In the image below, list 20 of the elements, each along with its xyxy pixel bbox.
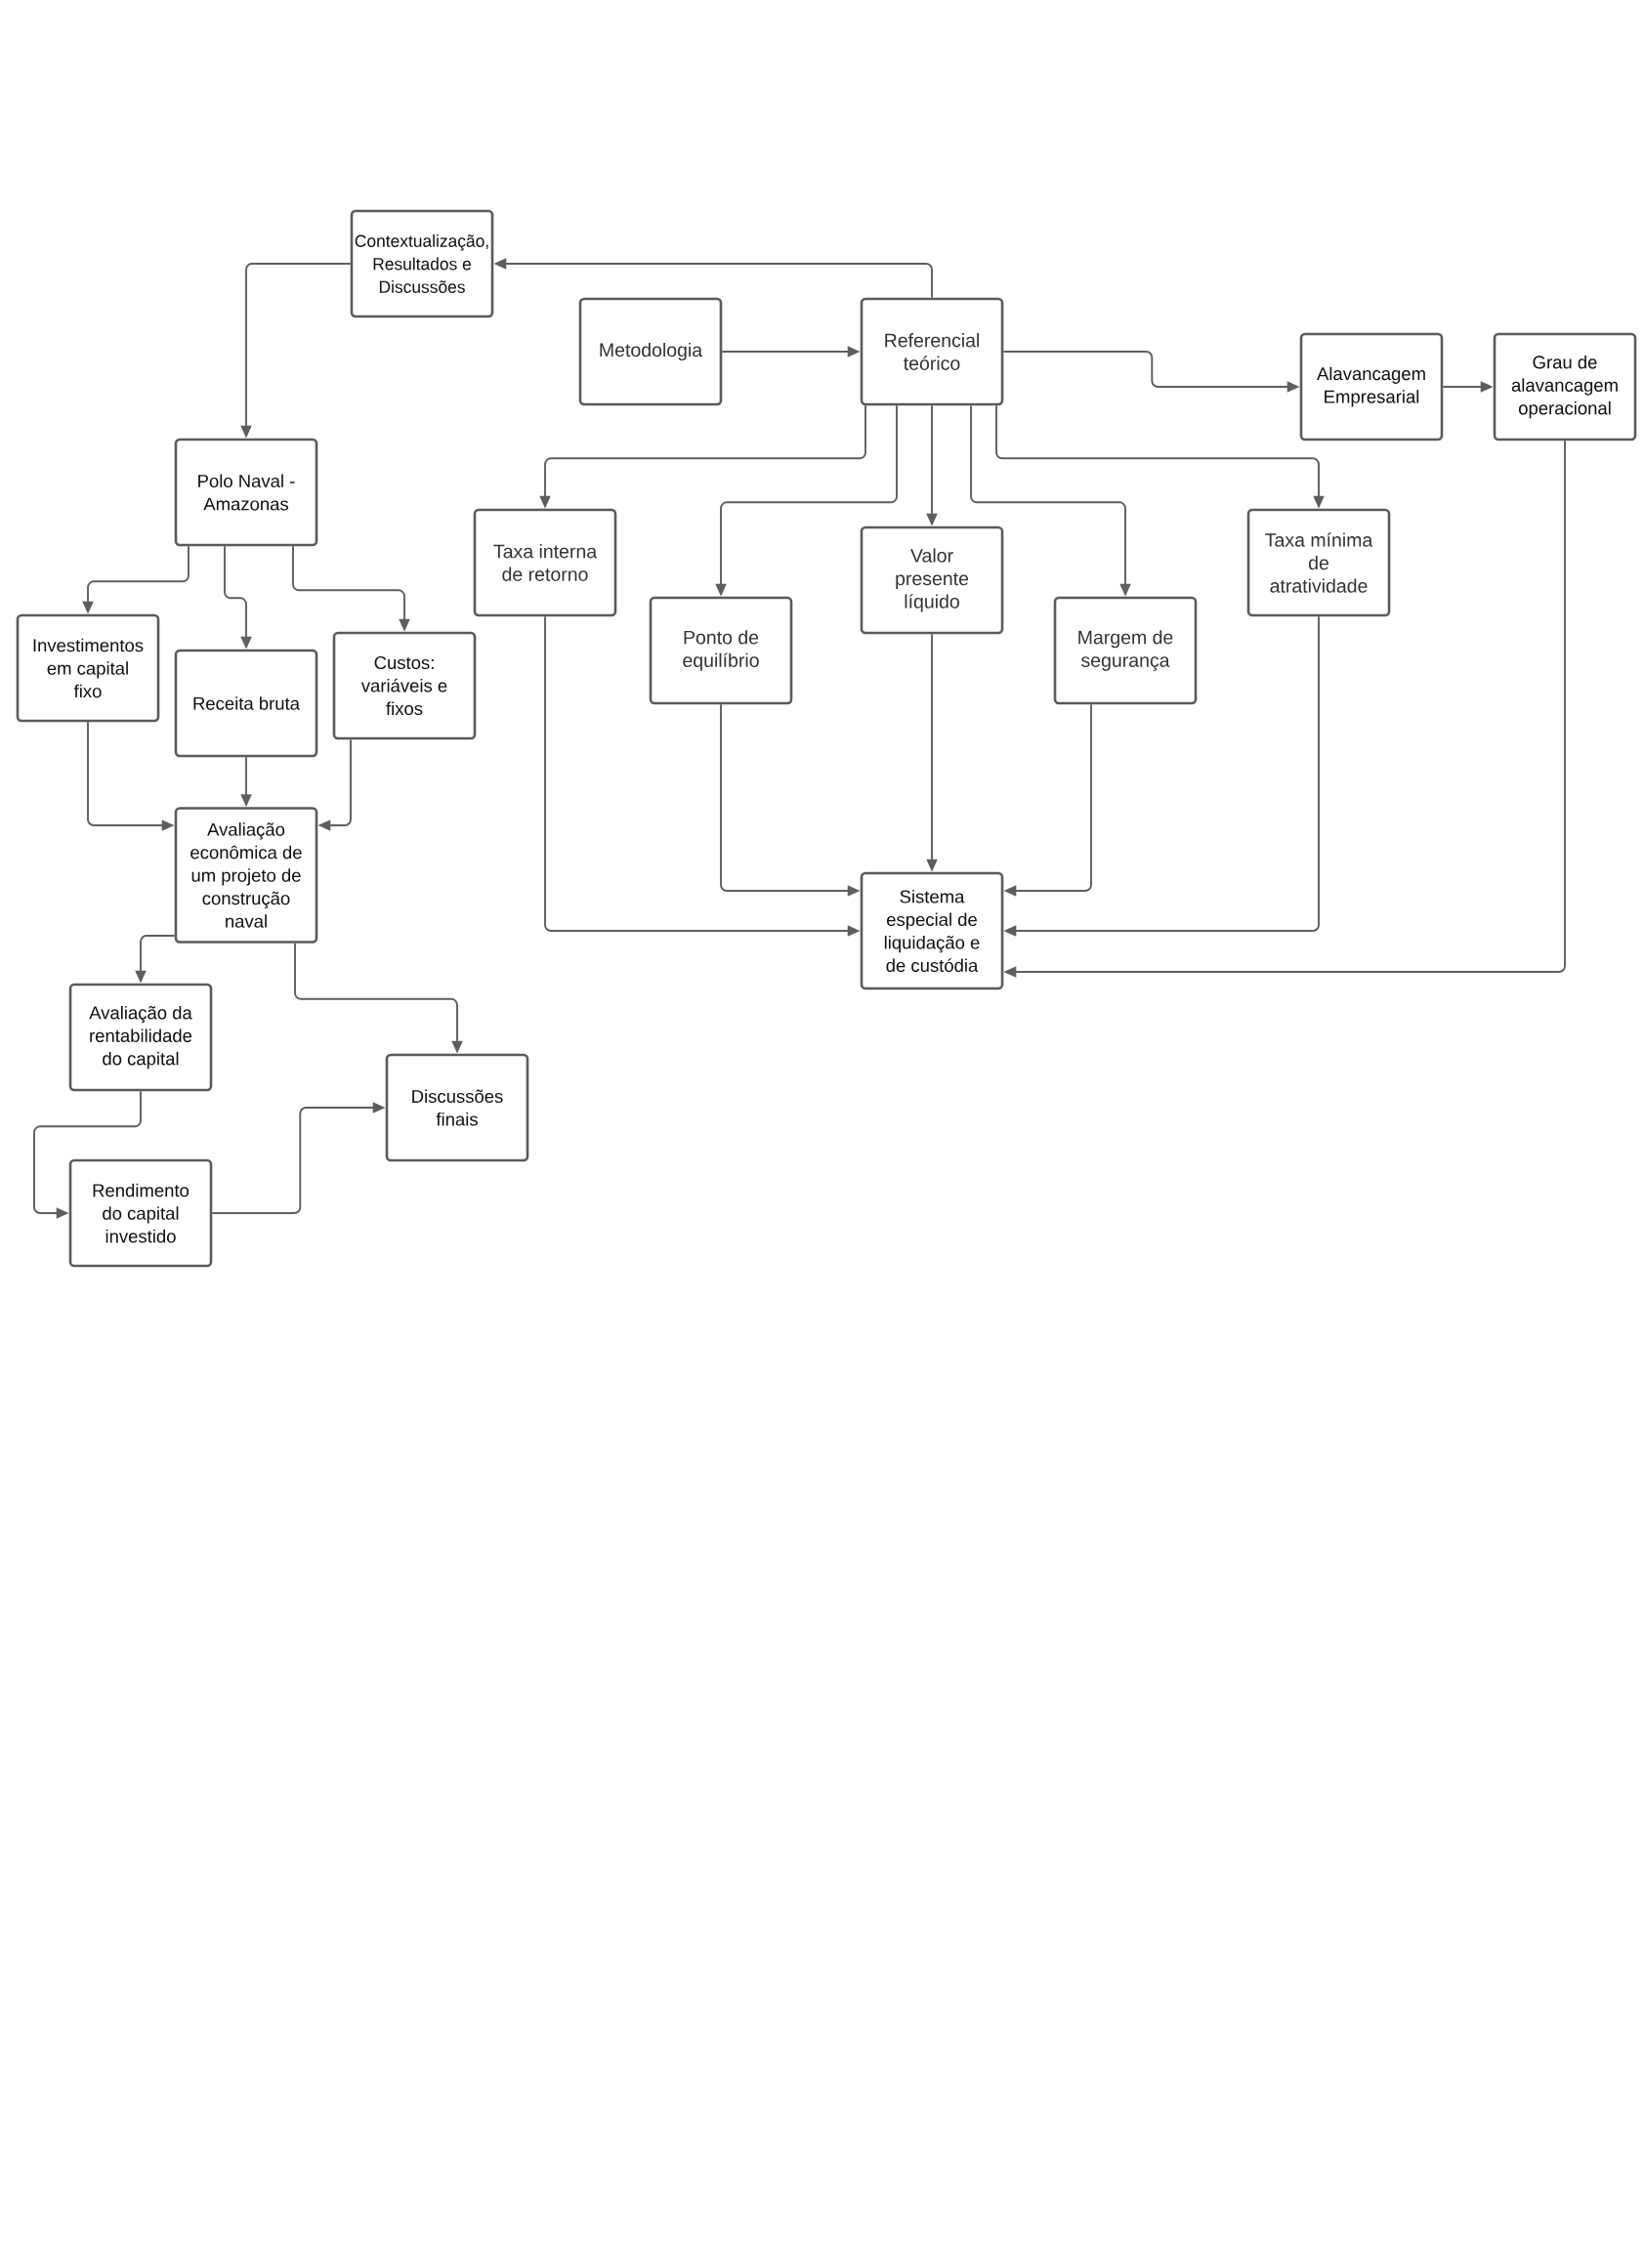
process-box: Taxa interna de retorno	[473, 508, 617, 617]
process-box: Polo Naval - Amazonas	[174, 438, 318, 547]
process-box: Discussões finais	[385, 1053, 529, 1162]
process-box: Contextualização, Resultados e Discussões	[350, 209, 494, 318]
process-box: Valor presente líquido	[860, 525, 1004, 635]
process-box: Referencial teórico	[860, 297, 1004, 406]
process-box: Rendimento do capital investido	[68, 1158, 213, 1268]
process-box: Metodologia	[578, 297, 723, 406]
process-box: Avaliação da rentabilidade do capital	[68, 983, 213, 1092]
process-box: Grau de alavancagem operacional	[1493, 332, 1637, 441]
process-box: Custos: variáveis e fixos	[332, 631, 477, 740]
process-box: Margem de segurança	[1053, 596, 1198, 705]
process-box: Receita bruta	[174, 649, 318, 758]
process-box: Sistema especial de liquidação e de custódia	[860, 871, 1004, 990]
process-box: Ponto de equilíbrio	[649, 596, 793, 705]
process-box: Taxa mínima de atratividade	[1246, 508, 1391, 617]
process-box: Alavancagem Empresarial	[1299, 332, 1444, 441]
process-box: Avaliação econômica de um projeto de construção naval	[174, 807, 318, 944]
process-box: Investimentos em capital fixo	[16, 613, 160, 723]
arrow	[33, 1090, 142, 1219]
